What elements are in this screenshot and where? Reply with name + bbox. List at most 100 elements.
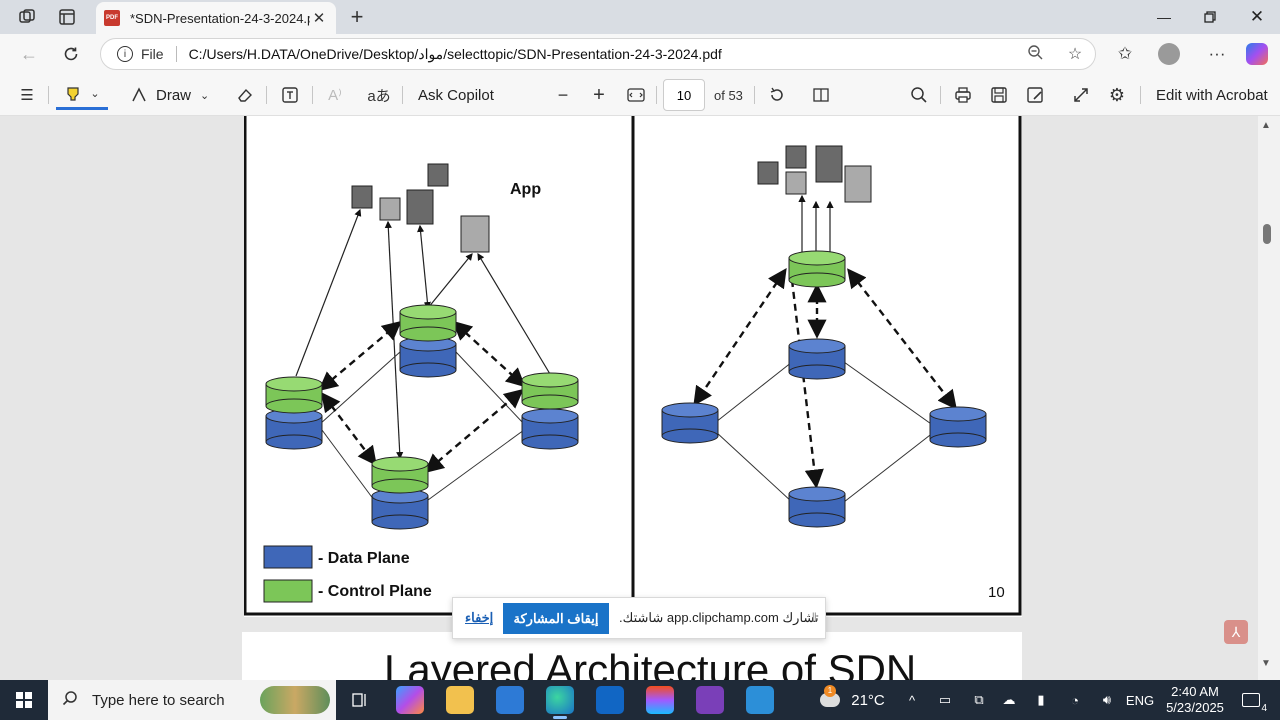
- save-icon[interactable]: [986, 82, 1012, 108]
- draw-icon[interactable]: [126, 82, 152, 108]
- close-window-button[interactable]: ✕: [1249, 7, 1265, 26]
- sdn-diagram: App: [243, 116, 1022, 616]
- wifi-icon[interactable]: ◔: [1071, 692, 1079, 708]
- weather-icon[interactable]: 1: [814, 680, 846, 720]
- eraser-icon[interactable]: [232, 82, 258, 108]
- microsoft-store-icon[interactable]: [496, 686, 524, 714]
- search-placeholder: Type here to search: [92, 691, 225, 709]
- scroll-up-icon[interactable]: ▲: [1261, 120, 1271, 131]
- scroll-down-icon[interactable]: ▼: [1261, 658, 1271, 669]
- url-text[interactable]: C:/Users/H.DATA/OneDrive/Desktop/مواد/se…: [188, 45, 722, 62]
- app-label: App: [510, 181, 541, 198]
- file-explorer-icon[interactable]: [446, 686, 474, 714]
- zoom-icon[interactable]: [1015, 44, 1055, 65]
- show-hidden-icons-chevron-icon[interactable]: ^: [908, 692, 916, 708]
- language-indicator[interactable]: ENG: [1125, 692, 1155, 708]
- windows-logo-icon: [16, 692, 32, 708]
- edit-with-acrobat-button[interactable]: Edit with Acrobat: [1156, 86, 1268, 104]
- divider: [754, 86, 755, 104]
- sharing-message: تشارك app.clipchamp.com شاشتك.: [619, 610, 819, 625]
- device-icon[interactable]: ⧉: [974, 692, 984, 707]
- tab-title: *SDN-Presentation-24-3-2024.pdf: [130, 10, 310, 26]
- read-aloud-icon[interactable]: A⁾: [328, 87, 342, 104]
- profile-avatar[interactable]: [1154, 40, 1184, 68]
- vertical-scrollbar[interactable]: ▲ ▼: [1258, 116, 1280, 680]
- divider: [312, 86, 313, 104]
- refresh-button[interactable]: [56, 40, 86, 68]
- stop-sharing-button[interactable]: إيقاف المشاركة: [503, 603, 609, 634]
- print-icon[interactable]: [950, 82, 976, 108]
- find-icon[interactable]: [906, 82, 932, 108]
- volume-icon[interactable]: 🔊︎: [1102, 692, 1112, 707]
- copilot-icon[interactable]: [1242, 40, 1272, 68]
- save-as-icon[interactable]: [1022, 82, 1048, 108]
- drag-handle-icon[interactable]: ‖: [811, 610, 817, 625]
- edge-taskbar-icon[interactable]: [546, 686, 574, 719]
- zoom-out-icon[interactable]: −: [557, 84, 569, 105]
- search-icon: [62, 690, 78, 711]
- info-icon[interactable]: i: [117, 46, 133, 62]
- taskbar: Type here to search 1 21°C ^ ▭ ⧉ ☁ ▮ ◔ 🔊…: [0, 680, 1280, 720]
- taskbar-search[interactable]: Type here to search: [48, 680, 336, 720]
- translate-icon[interactable]: aあ: [367, 87, 391, 105]
- onedrive-cloud-icon[interactable]: ☁: [1002, 692, 1016, 707]
- draw-dropdown-chevron-icon[interactable]: ⌄: [200, 89, 210, 102]
- draw-button[interactable]: Draw: [156, 86, 192, 104]
- pen-icon[interactable]: ▮: [1037, 692, 1045, 707]
- tab-strip: PDF *SDN-Presentation-24-3-2024.pdf ✕ + …: [0, 0, 1280, 34]
- zoom-in-icon[interactable]: +: [593, 83, 605, 106]
- contents-menu-icon[interactable]: ☰: [20, 87, 34, 104]
- highlight-tool-button[interactable]: ⌄: [56, 80, 108, 110]
- clock-date: 5/23/2025: [1166, 700, 1224, 715]
- clipchamp-icon[interactable]: [696, 686, 724, 714]
- restore-button[interactable]: [1187, 0, 1233, 34]
- fullscreen-icon[interactable]: [1068, 82, 1094, 108]
- page-view-icon[interactable]: [808, 82, 834, 108]
- acrobat-icon[interactable]: ⅄: [1224, 620, 1248, 644]
- divider: [48, 86, 49, 104]
- favorites-icon[interactable]: ✩: [1117, 44, 1133, 63]
- battery-icon[interactable]: ▭: [938, 692, 952, 707]
- task-view-icon[interactable]: [346, 686, 374, 714]
- page-total-label: of 53: [714, 87, 743, 103]
- clock-time: 2:40 AM: [1171, 684, 1219, 699]
- slide-page-number: 10: [988, 584, 1005, 601]
- tab-actions-icon[interactable]: [50, 0, 84, 34]
- rotate-icon[interactable]: [764, 82, 790, 108]
- notification-center-icon[interactable]: 4: [1236, 680, 1267, 720]
- back-button[interactable]: ←: [20, 43, 38, 64]
- address-bar[interactable]: i File C:/Users/H.DATA/OneDrive/Desktop/…: [100, 38, 1096, 70]
- favorite-star-icon[interactable]: ☆: [1067, 46, 1083, 63]
- remote-desktop-icon[interactable]: [746, 686, 774, 714]
- scroll-thumb[interactable]: [1263, 224, 1271, 244]
- start-button[interactable]: [0, 680, 48, 720]
- settings-gear-icon[interactable]: ⚙: [1108, 84, 1126, 105]
- pdf-viewer[interactable]: App: [0, 116, 1258, 680]
- divider: [940, 86, 941, 104]
- hide-share-bar-link[interactable]: إخفاء: [465, 610, 494, 625]
- outlook-icon[interactable]: [596, 686, 624, 714]
- legend-data-plane: - Data Plane: [318, 550, 410, 567]
- weather-temperature[interactable]: 21°C: [851, 691, 885, 709]
- weather-badge: 1: [824, 685, 836, 697]
- clock[interactable]: 2:40 AM 5/23/2025: [1160, 680, 1230, 720]
- divider: [656, 86, 657, 104]
- ask-copilot-button[interactable]: Ask Copilot: [418, 86, 494, 104]
- pdf-page-11: Layered Architecture of SDN: [242, 632, 1022, 680]
- pdf-page-10: App: [243, 116, 1022, 617]
- minimize-button[interactable]: —: [1157, 9, 1171, 25]
- search-highlight-art-icon: [260, 686, 330, 714]
- workspaces-icon[interactable]: [10, 0, 44, 34]
- tab-sdn-presentation[interactable]: PDF *SDN-Presentation-24-3-2024.pdf ✕: [96, 2, 336, 34]
- new-tab-button[interactable]: +: [350, 4, 364, 29]
- figma-icon[interactable]: [646, 686, 674, 714]
- pdf-file-icon: PDF: [104, 10, 120, 26]
- copilot-taskbar-icon[interactable]: [396, 686, 424, 714]
- page-number-input[interactable]: 10: [663, 79, 705, 111]
- text-box-icon[interactable]: [277, 82, 303, 108]
- next-page-title: Layered Architecture of SDN: [384, 646, 917, 680]
- more-menu-icon[interactable]: ···: [1208, 44, 1226, 63]
- divider: [1140, 86, 1141, 104]
- close-tab-icon[interactable]: ✕: [312, 10, 326, 27]
- fit-to-page-icon[interactable]: [623, 82, 649, 108]
